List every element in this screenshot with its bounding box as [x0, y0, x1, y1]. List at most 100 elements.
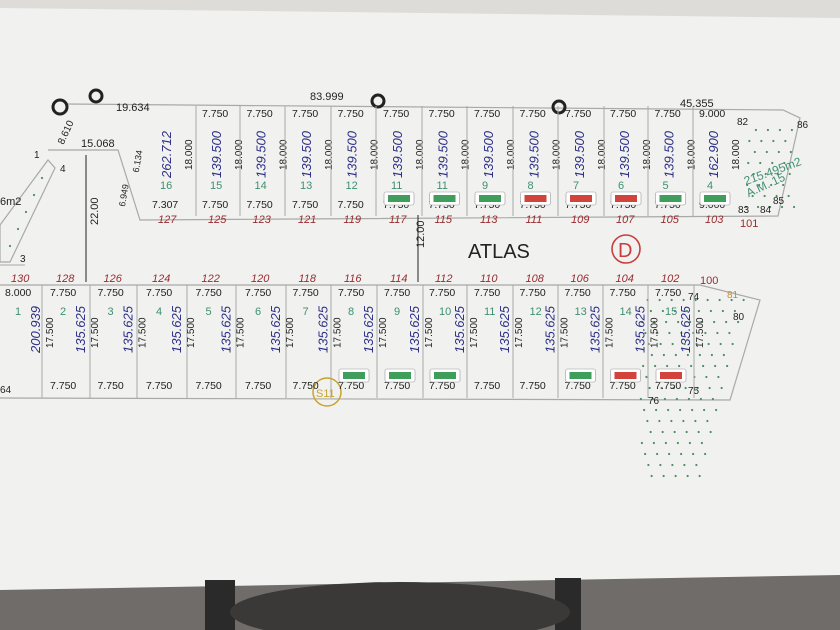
hatch-dot [695, 342, 698, 346]
lot-area: 139.500 [209, 130, 224, 178]
lot-top-dim: 7.750 [384, 287, 410, 299]
hatch-dot [670, 419, 673, 423]
hatch-dot [715, 408, 718, 412]
hatch-dot [754, 128, 758, 132]
lot-number: 5 [663, 180, 669, 192]
lot-area: 135.625 [407, 305, 422, 353]
hatch-dot [690, 364, 693, 368]
lot-top-dim: 7.750 [520, 287, 546, 299]
hatch-dot [672, 386, 675, 390]
lot-bottom-dim: 7.750 [338, 199, 364, 211]
lot-number: 16 [160, 180, 172, 192]
hatch-dot [673, 309, 676, 313]
hatch-dot [771, 161, 774, 165]
circled-note-ring [312, 377, 342, 407]
hatch-dot [40, 176, 44, 180]
hatch-dot [709, 430, 712, 434]
lot-area: 139.500 [299, 130, 314, 178]
hatch-dot [698, 474, 701, 478]
hatch-dot [704, 452, 707, 456]
lot-top-dim: 7.750 [565, 287, 591, 299]
lot-top-dim: 7.750 [520, 108, 546, 120]
hatch-dot [722, 353, 725, 357]
lot-number: 12 [346, 180, 358, 192]
left-fragment-lot [0, 159, 56, 263]
lot-bottom-dim: 7.750 [520, 380, 546, 392]
hatch-dot [674, 353, 677, 357]
hatch-dot [695, 463, 698, 467]
lot-side-dim: 17.500 [285, 317, 296, 348]
status-sticker-red [614, 372, 637, 379]
hatch-dot [651, 397, 654, 401]
hatch-dot [708, 386, 711, 390]
lot-number: 12 [530, 306, 542, 318]
hatch-dot [705, 375, 708, 379]
lot-top-dim: 7.750 [293, 287, 319, 299]
hatch-dot [671, 342, 674, 346]
depth-label-street: 12.00 [415, 220, 427, 248]
hatch-dot [788, 172, 791, 176]
hatch-dot [658, 298, 661, 302]
hatch-dot [682, 298, 685, 302]
lot-top-dim: 9.000 [699, 108, 725, 120]
hatch-dot [753, 150, 756, 154]
small-dim-a: 6.134 [131, 149, 145, 173]
hatch-dot [714, 364, 717, 368]
hatch-dot [678, 364, 681, 368]
plan-board [0, 8, 840, 590]
hatch-dot [698, 353, 701, 357]
hatch-dot [660, 386, 663, 390]
hatch-dot [764, 172, 767, 176]
street-no-100: 100 [700, 275, 718, 287]
hatch-dot [668, 331, 671, 335]
hatch-dot [670, 298, 673, 302]
point-82: 82 [737, 117, 749, 128]
depth-label-upper: 22.00 [89, 197, 101, 225]
top-dim-left: 19.634 [116, 102, 150, 114]
hatch-dot [782, 183, 785, 187]
street-number: 115 [435, 214, 453, 226]
hatch-dot [650, 474, 653, 478]
lot-number: 7 [303, 306, 309, 318]
street-number: 119 [344, 214, 362, 226]
hatch-dot [671, 463, 674, 467]
hatch-dot [789, 150, 792, 154]
lot-area: 135.625 [361, 305, 376, 353]
hatch-dot [32, 193, 36, 197]
hatch-dot [667, 408, 670, 412]
hatch-dot [649, 430, 652, 434]
lot-area: 135.625 [73, 305, 88, 353]
lot-side-dim: 18.000 [597, 139, 608, 170]
hatch-dot [653, 320, 656, 324]
hatch-dot [665, 320, 668, 324]
hatch-dot [701, 320, 704, 324]
lot-number: 11 [391, 180, 402, 192]
status-sticker-green [389, 372, 411, 379]
hatch-dot [673, 430, 676, 434]
lot-bottom-dim: 7.750 [146, 380, 172, 392]
lot-side-dim: 17.500 [333, 317, 344, 348]
lot-bottom-dim: 7.750 [429, 380, 455, 392]
status-sticker-red [570, 195, 592, 202]
hatch-dot [685, 430, 688, 434]
point-83: 83 [738, 205, 750, 216]
lot-area: 139.500 [390, 130, 405, 178]
hatch-dot [683, 463, 686, 467]
lot-area: 135.625 [588, 305, 603, 353]
hatch-dot [24, 210, 28, 214]
hatch-dot [674, 474, 677, 478]
lot-bottom-dim: 7.750 [202, 199, 228, 211]
hatch-dot [640, 441, 643, 445]
lot-area: 139.500 [345, 130, 360, 178]
hatch-dot [707, 342, 710, 346]
